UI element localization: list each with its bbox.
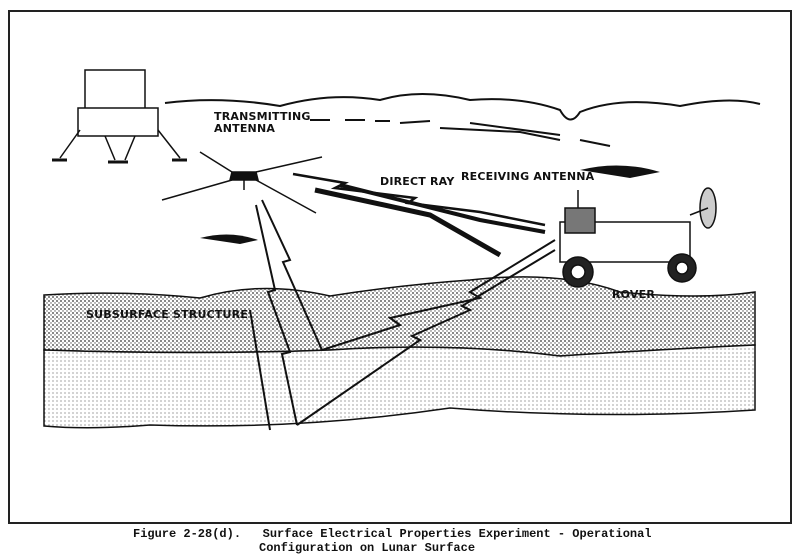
lunar-module-icon (52, 69, 187, 164)
subsurface-structure-label: SUBSURFACE STRUCTURE (86, 308, 249, 321)
direct-ray-label: DIRECT RAY (380, 175, 455, 188)
transmitting-label-line1: TRANSMITTING (214, 110, 311, 123)
lower-soil-layer (43, 344, 756, 429)
subsurface-ray-icon (249, 199, 556, 431)
transmitting-label-line2: ANTENNA (214, 122, 276, 135)
receiving-antenna-label: RECEIVING ANTENNA (461, 170, 595, 183)
direct-ray-icon (292, 172, 546, 258)
rover-icon (559, 187, 717, 288)
figure-caption: Figure 2-28(d). Surface Electrical Prope… (133, 527, 652, 555)
transmitting-antenna-icon (161, 151, 323, 214)
horizon-line (164, 93, 761, 121)
caption-line1: Surface Electrical Properties Experiment… (262, 527, 652, 541)
rover-label: ROVER (612, 288, 656, 301)
transmitting-antenna-label: TRANSMITTING ANTENNA (214, 111, 311, 135)
figure-frame (8, 10, 792, 524)
figure-number: Figure 2-28(d). (133, 527, 242, 541)
caption-line2: Configuration on Lunar Surface (259, 541, 476, 555)
